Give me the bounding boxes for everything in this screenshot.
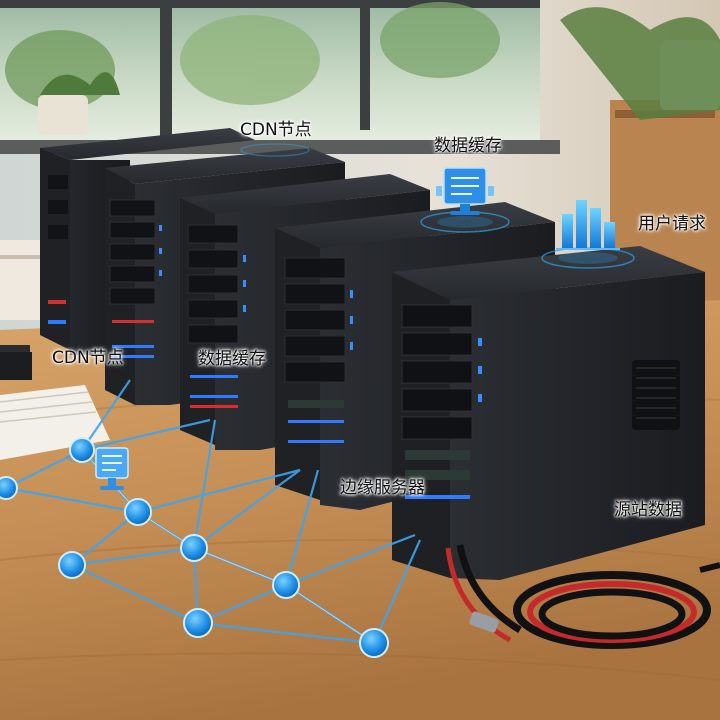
network-node [0, 476, 18, 500]
label-origin-data: 源站数据 [614, 500, 682, 520]
network-node [180, 534, 208, 562]
server-5 [392, 246, 705, 580]
label-data-cache-mid: 数据缓存 [198, 349, 266, 369]
cable-coil [445, 544, 720, 649]
monitor-icon [420, 167, 510, 233]
label-data-cache-top: 数据缓存 [434, 136, 502, 156]
network-node [124, 498, 152, 526]
label-user-request: 用户请求 [638, 214, 706, 234]
bar-chart-icon [541, 200, 635, 269]
monitor-icon [95, 447, 129, 490]
network-node [58, 551, 86, 579]
network-node [272, 571, 300, 599]
label-cdn-node-left: CDN节点 [52, 348, 124, 368]
label-edge-server: 边缘服务器 [340, 478, 425, 498]
network-node [69, 437, 95, 463]
label-cdn-node-top: CDN节点 [240, 120, 312, 140]
network-nodes [0, 437, 389, 658]
network-node [183, 608, 213, 638]
network-node [359, 628, 389, 658]
